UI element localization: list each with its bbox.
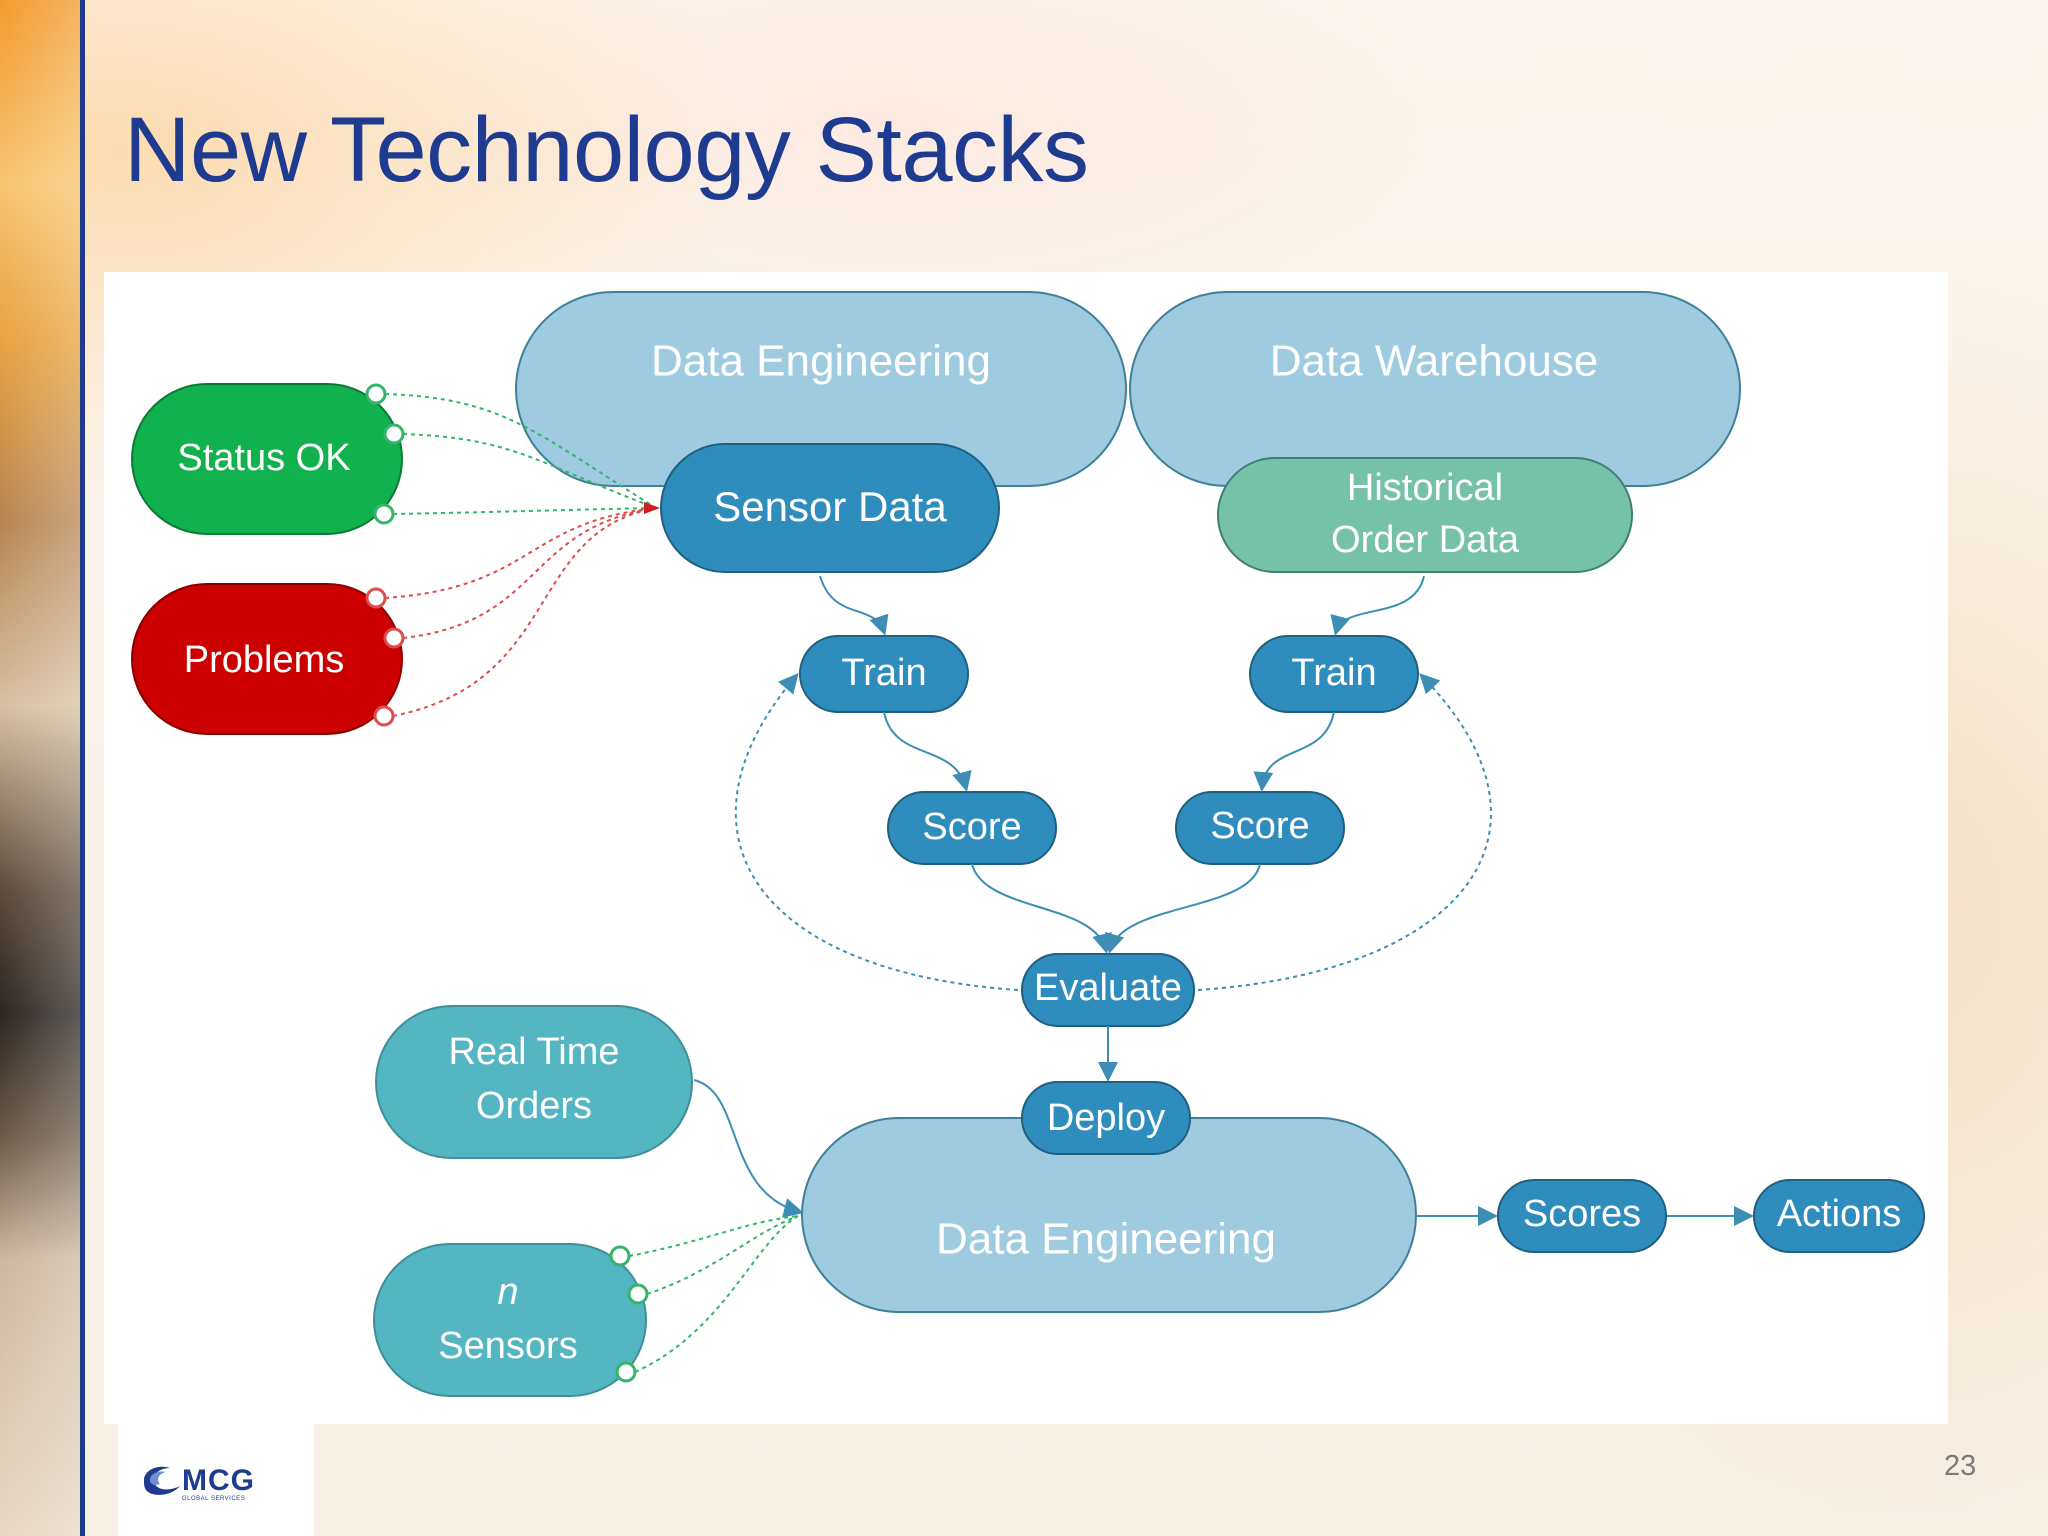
realtime-orders-line2: Orders xyxy=(476,1085,592,1127)
sensors-connector-3 xyxy=(615,1361,637,1383)
logo-text: MCG xyxy=(182,1464,255,1497)
historical-order-data-line1: Historical xyxy=(1347,467,1503,509)
sensor-data-label: Sensor Data xyxy=(713,483,947,530)
data-warehouse-pill xyxy=(1129,291,1741,487)
status-ok-label: Status OK xyxy=(177,437,350,479)
page-number: 23 xyxy=(1944,1450,1977,1482)
company-logo: MCG GLOBAL SERVICES xyxy=(118,1418,314,1536)
actions-label: Actions xyxy=(1777,1193,1902,1235)
problem-links xyxy=(384,507,657,717)
sensor-data-node xyxy=(660,443,1000,573)
problems-label: Problems xyxy=(184,639,345,681)
scores-node xyxy=(1497,1179,1667,1253)
sensors-connector-2 xyxy=(627,1283,649,1305)
realtime-orders-line1: Real Time xyxy=(448,1031,619,1073)
data-engineering-bottom-label: Data Engineering xyxy=(936,1215,1276,1264)
sensor-data-arrowhead xyxy=(644,502,660,514)
scores-label: Scores xyxy=(1523,1193,1641,1235)
train-left-label: Train xyxy=(841,652,926,694)
historical-order-data-line2: Order Data xyxy=(1331,519,1520,561)
accent-vertical-line xyxy=(80,0,85,1536)
status-connector-2 xyxy=(383,423,405,445)
deploy-node xyxy=(1021,1081,1191,1155)
status-connector-3 xyxy=(373,503,395,525)
realtime-orders-node xyxy=(375,1005,693,1159)
sensors-n-label: n xyxy=(497,1271,518,1313)
status-connector-1 xyxy=(365,383,387,405)
problems-node xyxy=(131,583,403,735)
logo-swoosh-icon xyxy=(144,1466,180,1495)
logo-subtext: GLOBAL SERVICES xyxy=(182,1496,246,1502)
feedback-links xyxy=(734,672,1492,991)
data-engineering-top-label: Data Engineering xyxy=(651,337,991,386)
decorative-photo-strip xyxy=(0,0,82,1536)
sensors-connector-1 xyxy=(609,1245,631,1267)
status-ok-node xyxy=(131,383,403,535)
status-links xyxy=(384,393,657,515)
problem-connector-2 xyxy=(383,627,405,649)
slide-title: New Technology Stacks xyxy=(124,99,1089,201)
evaluate-label: Evaluate xyxy=(1034,967,1182,1009)
sensors-links xyxy=(628,1215,799,1373)
score-left-label: Score xyxy=(922,806,1021,848)
data-warehouse-label: Data Warehouse xyxy=(1270,337,1599,386)
historical-order-data-node xyxy=(1217,457,1633,573)
score-right-label: Score xyxy=(1210,805,1309,847)
flow-links xyxy=(693,575,1754,1226)
sensors-label: Sensors xyxy=(438,1325,577,1367)
diagram-panel: Data Engineering Data Warehouse Sensor D… xyxy=(104,272,1948,1424)
actions-node xyxy=(1753,1179,1925,1253)
train-right-label: Train xyxy=(1291,652,1376,694)
problem-connector-3 xyxy=(373,705,395,727)
sensors-node xyxy=(373,1243,647,1397)
technology-stack-diagram: Data Engineering Data Warehouse Sensor D… xyxy=(131,291,1925,1397)
problem-connector-1 xyxy=(365,587,387,609)
deploy-label: Deploy xyxy=(1047,1097,1165,1139)
